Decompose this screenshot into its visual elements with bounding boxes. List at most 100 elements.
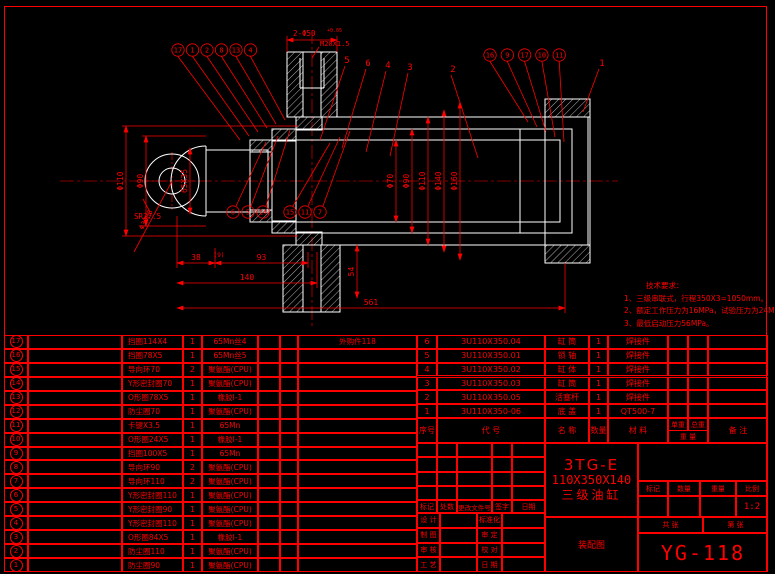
revision-empty-cell xyxy=(437,471,457,486)
balloon-circle xyxy=(229,43,243,57)
item-number-badge: 17 xyxy=(9,335,23,348)
part-row-name: 底 盖 xyxy=(545,404,589,418)
part-row-note xyxy=(298,544,417,559)
balloon-number: 6 xyxy=(231,209,235,217)
dimension-label: 2-Φ50 xyxy=(293,29,316,38)
part-row-unitweight xyxy=(258,404,280,419)
balloon-number: 17 xyxy=(174,47,182,55)
revision-empty-cell xyxy=(417,457,437,472)
part-row-material: 聚氨酯(CPU) xyxy=(202,558,258,572)
staff-sign-right xyxy=(502,527,545,543)
part-row-unitweight xyxy=(668,348,688,363)
part-row-note xyxy=(708,404,768,418)
item-number-badge: 9 xyxy=(9,447,23,460)
part-row-seq: 6 xyxy=(417,335,437,349)
revision-empty-cell xyxy=(492,471,512,486)
part-row-no: 12 xyxy=(4,404,28,419)
part-row-no: 10 xyxy=(4,432,28,447)
part-row-seq: 4 xyxy=(417,362,437,377)
part-row-no: 15 xyxy=(4,362,28,377)
part-row-unitweight xyxy=(258,530,280,545)
part-row-seq: 3 xyxy=(417,376,437,391)
part-row-code xyxy=(28,404,122,419)
part-row-name: Y形密封圈90 xyxy=(122,502,183,517)
sheet-type: 装配图 xyxy=(545,517,638,572)
part-row-note xyxy=(298,348,417,363)
balloon-number: 9 xyxy=(505,52,509,60)
part-row-totalweight xyxy=(280,376,298,391)
part-row-name: 缸 筒 xyxy=(545,376,589,391)
part-row-no: 4 xyxy=(4,516,28,531)
part-row-material: 聚氨酯(CPU) xyxy=(202,544,258,559)
balloon-number: 4 xyxy=(385,61,390,71)
balloon-number: 3 xyxy=(407,63,412,73)
part-row-unitweight xyxy=(668,390,688,405)
revision-empty-cell xyxy=(512,471,545,486)
part-row-material: 焊接件 xyxy=(608,376,668,391)
item-number-badge: 6 xyxy=(9,489,23,502)
dimension-label: 93 xyxy=(257,253,267,262)
revision-count: 处数 xyxy=(437,500,457,513)
notes-title: 技术要求： xyxy=(646,281,684,290)
revision-empty-cell xyxy=(512,443,545,458)
dimension-label: Φ90 xyxy=(136,174,145,189)
part-row-name: 防尘圈70 xyxy=(122,404,183,419)
part-row-qty: 1 xyxy=(589,376,608,391)
part-row-no: 11 xyxy=(4,418,28,433)
part-row-unitweight xyxy=(258,446,280,461)
part-row-code xyxy=(28,432,122,447)
part-row-material: 橡胶Ⅰ-1 xyxy=(202,530,258,545)
staff-role-right: 校 对 xyxy=(477,542,502,558)
part-row-name: 防尘圈90 xyxy=(122,558,183,572)
part-row-qty: 2 xyxy=(183,362,202,377)
part-row-qty: 1 xyxy=(183,432,202,447)
balloon-number: 2 xyxy=(450,65,455,75)
part-row-totalweight xyxy=(280,558,298,572)
part-row-note xyxy=(298,446,417,461)
part-row-totalweight xyxy=(280,502,298,517)
tb-mark-value xyxy=(638,496,668,517)
balloon-circle xyxy=(500,48,514,62)
staff-sign-right xyxy=(502,557,545,572)
part-row-qty: 1 xyxy=(183,488,202,503)
part-row-totalweight xyxy=(280,460,298,475)
tb-scale: 比例 xyxy=(736,481,768,496)
balloon-circle xyxy=(200,43,214,57)
part-row-qty: 1 xyxy=(183,446,202,461)
revision-date: 日期 xyxy=(512,500,545,513)
tb-mark: 标记 xyxy=(638,481,668,496)
balloon-circle xyxy=(185,43,200,57)
part-row-no: 14 xyxy=(4,376,28,391)
header-seq: 序号 xyxy=(417,418,437,443)
balloon-circle xyxy=(283,205,297,219)
part-row-note xyxy=(298,418,417,433)
part-row-name: 挡圈100X5 xyxy=(122,446,183,461)
part-row-material: 65Mn xyxy=(202,446,258,461)
part-row-note: 外购件118 xyxy=(298,335,417,349)
part-row-note xyxy=(298,516,417,531)
revision-empty-cell xyxy=(457,443,492,458)
part-row-material: 聚氨酯(CPU) xyxy=(202,460,258,475)
balloon-number: 4 xyxy=(248,47,252,55)
header-name: 名 称 xyxy=(545,418,589,443)
part-row-totalweight xyxy=(280,516,298,531)
part-row-totalweight xyxy=(280,446,298,461)
part-row-name: 活塞杆 xyxy=(545,390,589,405)
part-row-material: 焊接件 xyxy=(608,390,668,405)
part-row-unitweight xyxy=(668,376,688,391)
tb-weight-value xyxy=(700,496,736,517)
part-row-totalweight xyxy=(280,432,298,447)
part-row-note xyxy=(298,488,417,503)
revision-empty-cell xyxy=(437,485,457,500)
part-row-unitweight xyxy=(668,404,688,418)
part-row-qty: 1 xyxy=(183,530,202,545)
dimension-label: Φ160 xyxy=(450,171,459,190)
part-row-unitweight xyxy=(258,558,280,572)
revision-docno: 更改文件号 xyxy=(457,500,492,513)
part-row-note xyxy=(708,362,768,377)
balloon-number: 13 xyxy=(232,47,240,55)
tb-qty: 数量 xyxy=(668,481,700,496)
tb-scale-value: 1:2 xyxy=(736,496,768,517)
revision-empty-cell xyxy=(492,443,512,458)
